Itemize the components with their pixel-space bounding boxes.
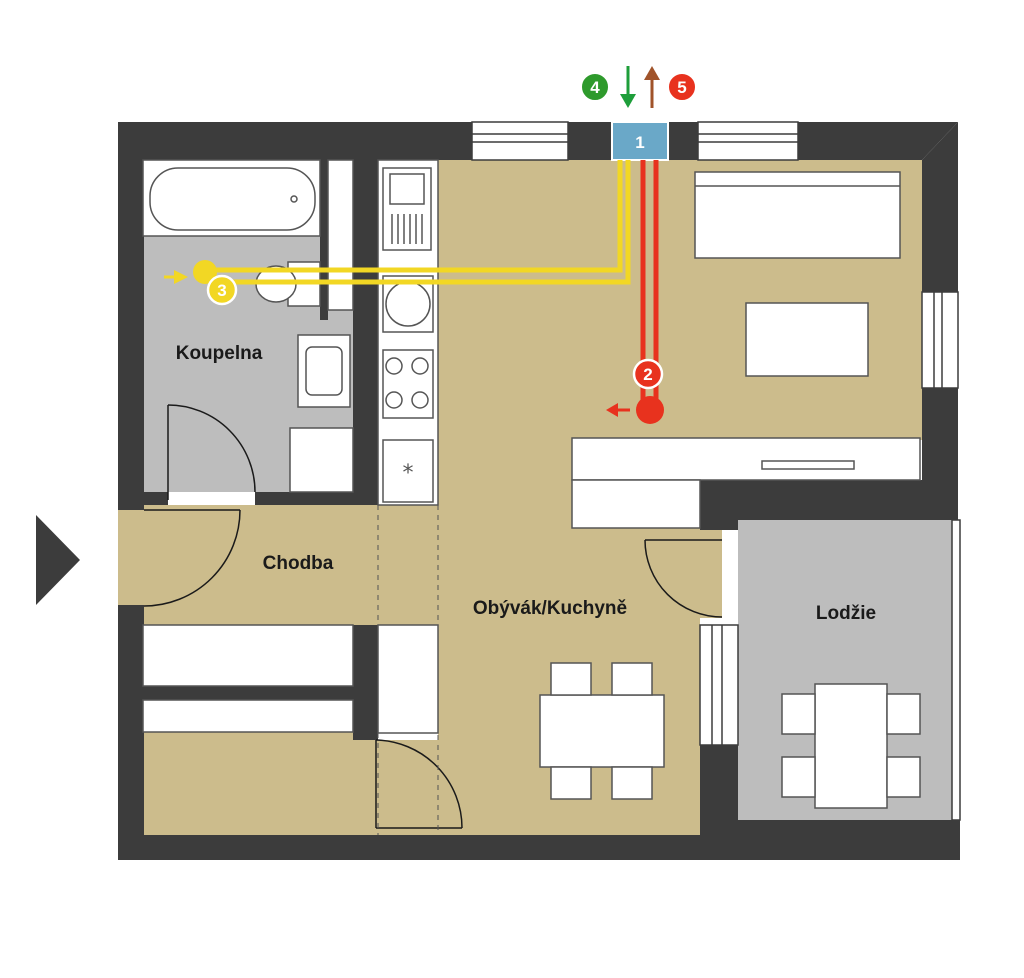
tv [761,460,855,470]
fridge [382,439,434,503]
entrance-door-arc [143,509,241,607]
wardrobe-hallway [142,624,354,687]
passage-lines [377,505,439,835]
loggia-chair-1 [781,693,816,735]
dining-chair-3 [550,766,592,800]
loggia-door-swing [644,539,723,618]
marker-4-badge [580,72,610,102]
dining-chair-1 [550,662,592,696]
fresh-air-arrow-icon [620,94,636,108]
room-label-hallway: Chodba [263,553,334,574]
burner-1 [385,357,403,375]
closet-divider-wall [353,625,378,740]
washing-machine [289,427,354,493]
living-outlet [636,396,664,424]
marker-5-badge [667,72,697,102]
bathroom-door-swing [167,404,256,493]
wardrobe-storage [142,699,354,733]
dining-chair-4 [611,766,653,800]
marker-3-label: 3 [217,281,226,300]
loggia-chair-3 [781,756,816,798]
doors [143,404,723,829]
window-top-right [697,121,799,161]
left-outer-wall [118,122,144,510]
left-outer-wall-lower [118,605,144,860]
storage-door-swing [375,739,463,829]
window-top-left [471,121,569,161]
loggia-table [814,683,888,809]
entrance-arrow-icon [36,515,80,605]
storage-floor [143,732,353,835]
bathroom-partition [320,160,328,320]
window-loggia-door [699,624,739,746]
cabinet-hallway [377,624,439,734]
bathroom-bottom-wall-left [143,492,168,505]
storage-floor-2 [353,740,438,835]
ventilation-unit [611,121,669,161]
bathroom-right-wall [353,160,378,500]
marker-2-label: 2 [643,365,652,384]
room-label-loggia: Lodžie [816,603,876,624]
bathroom-shelf [327,159,354,311]
burner-4 [411,391,429,409]
tv-cabinet [571,437,921,481]
loggia-left-wall-lower [700,745,738,860]
coffee-table [745,302,869,377]
loggia-chair-2 [886,693,921,735]
bathroom-bottom-wall-right [255,492,378,505]
living-floor-right-strip [700,528,722,618]
bottom-outer-wall [118,835,738,860]
hallway-floor [118,505,438,625]
fridge-snowflake-icon: * [403,461,414,486]
dining-chair-2 [611,662,653,696]
room-label-bathroom: Koupelna [176,343,263,364]
burner-3 [385,391,403,409]
outlet-arrow-icon [606,403,618,417]
bed-sofa [694,171,901,259]
hallway-lower-wall [143,686,353,700]
bathroom-extract [193,260,217,284]
window-loggia-right [951,519,961,821]
loggia-chair-4 [886,756,921,798]
bathtub-drain [290,195,298,203]
unit-number: 1 [635,133,644,152]
marker-4-label: 4 [590,78,600,97]
dishwasher-circle [385,281,431,327]
bathroom-fixtures [142,159,354,493]
washbasin-inner [305,346,343,396]
loggia-top-wall [700,480,958,520]
marker-2-badge [632,358,664,390]
burner-2 [411,357,429,375]
exhaust-arrow-icon [644,66,660,80]
extract-arrow-icon [174,270,188,284]
loggia-furniture [781,683,921,809]
side-cabinet [571,479,701,529]
marker-5-label: 5 [677,78,686,97]
loggia-bottom-wall [700,820,960,860]
hallway-furniture [142,624,439,734]
dining-table [539,694,665,768]
supply-duct [205,160,631,285]
marker-3-badge [206,274,238,306]
sink-basin [389,173,425,205]
bathtub-inner [149,167,316,231]
windows [471,121,961,821]
kitchen-counter: * [377,159,439,506]
living-furniture [539,171,921,800]
room-label-living-kitchen: Obývák/Kuchyně [473,598,627,619]
window-right [921,291,959,389]
